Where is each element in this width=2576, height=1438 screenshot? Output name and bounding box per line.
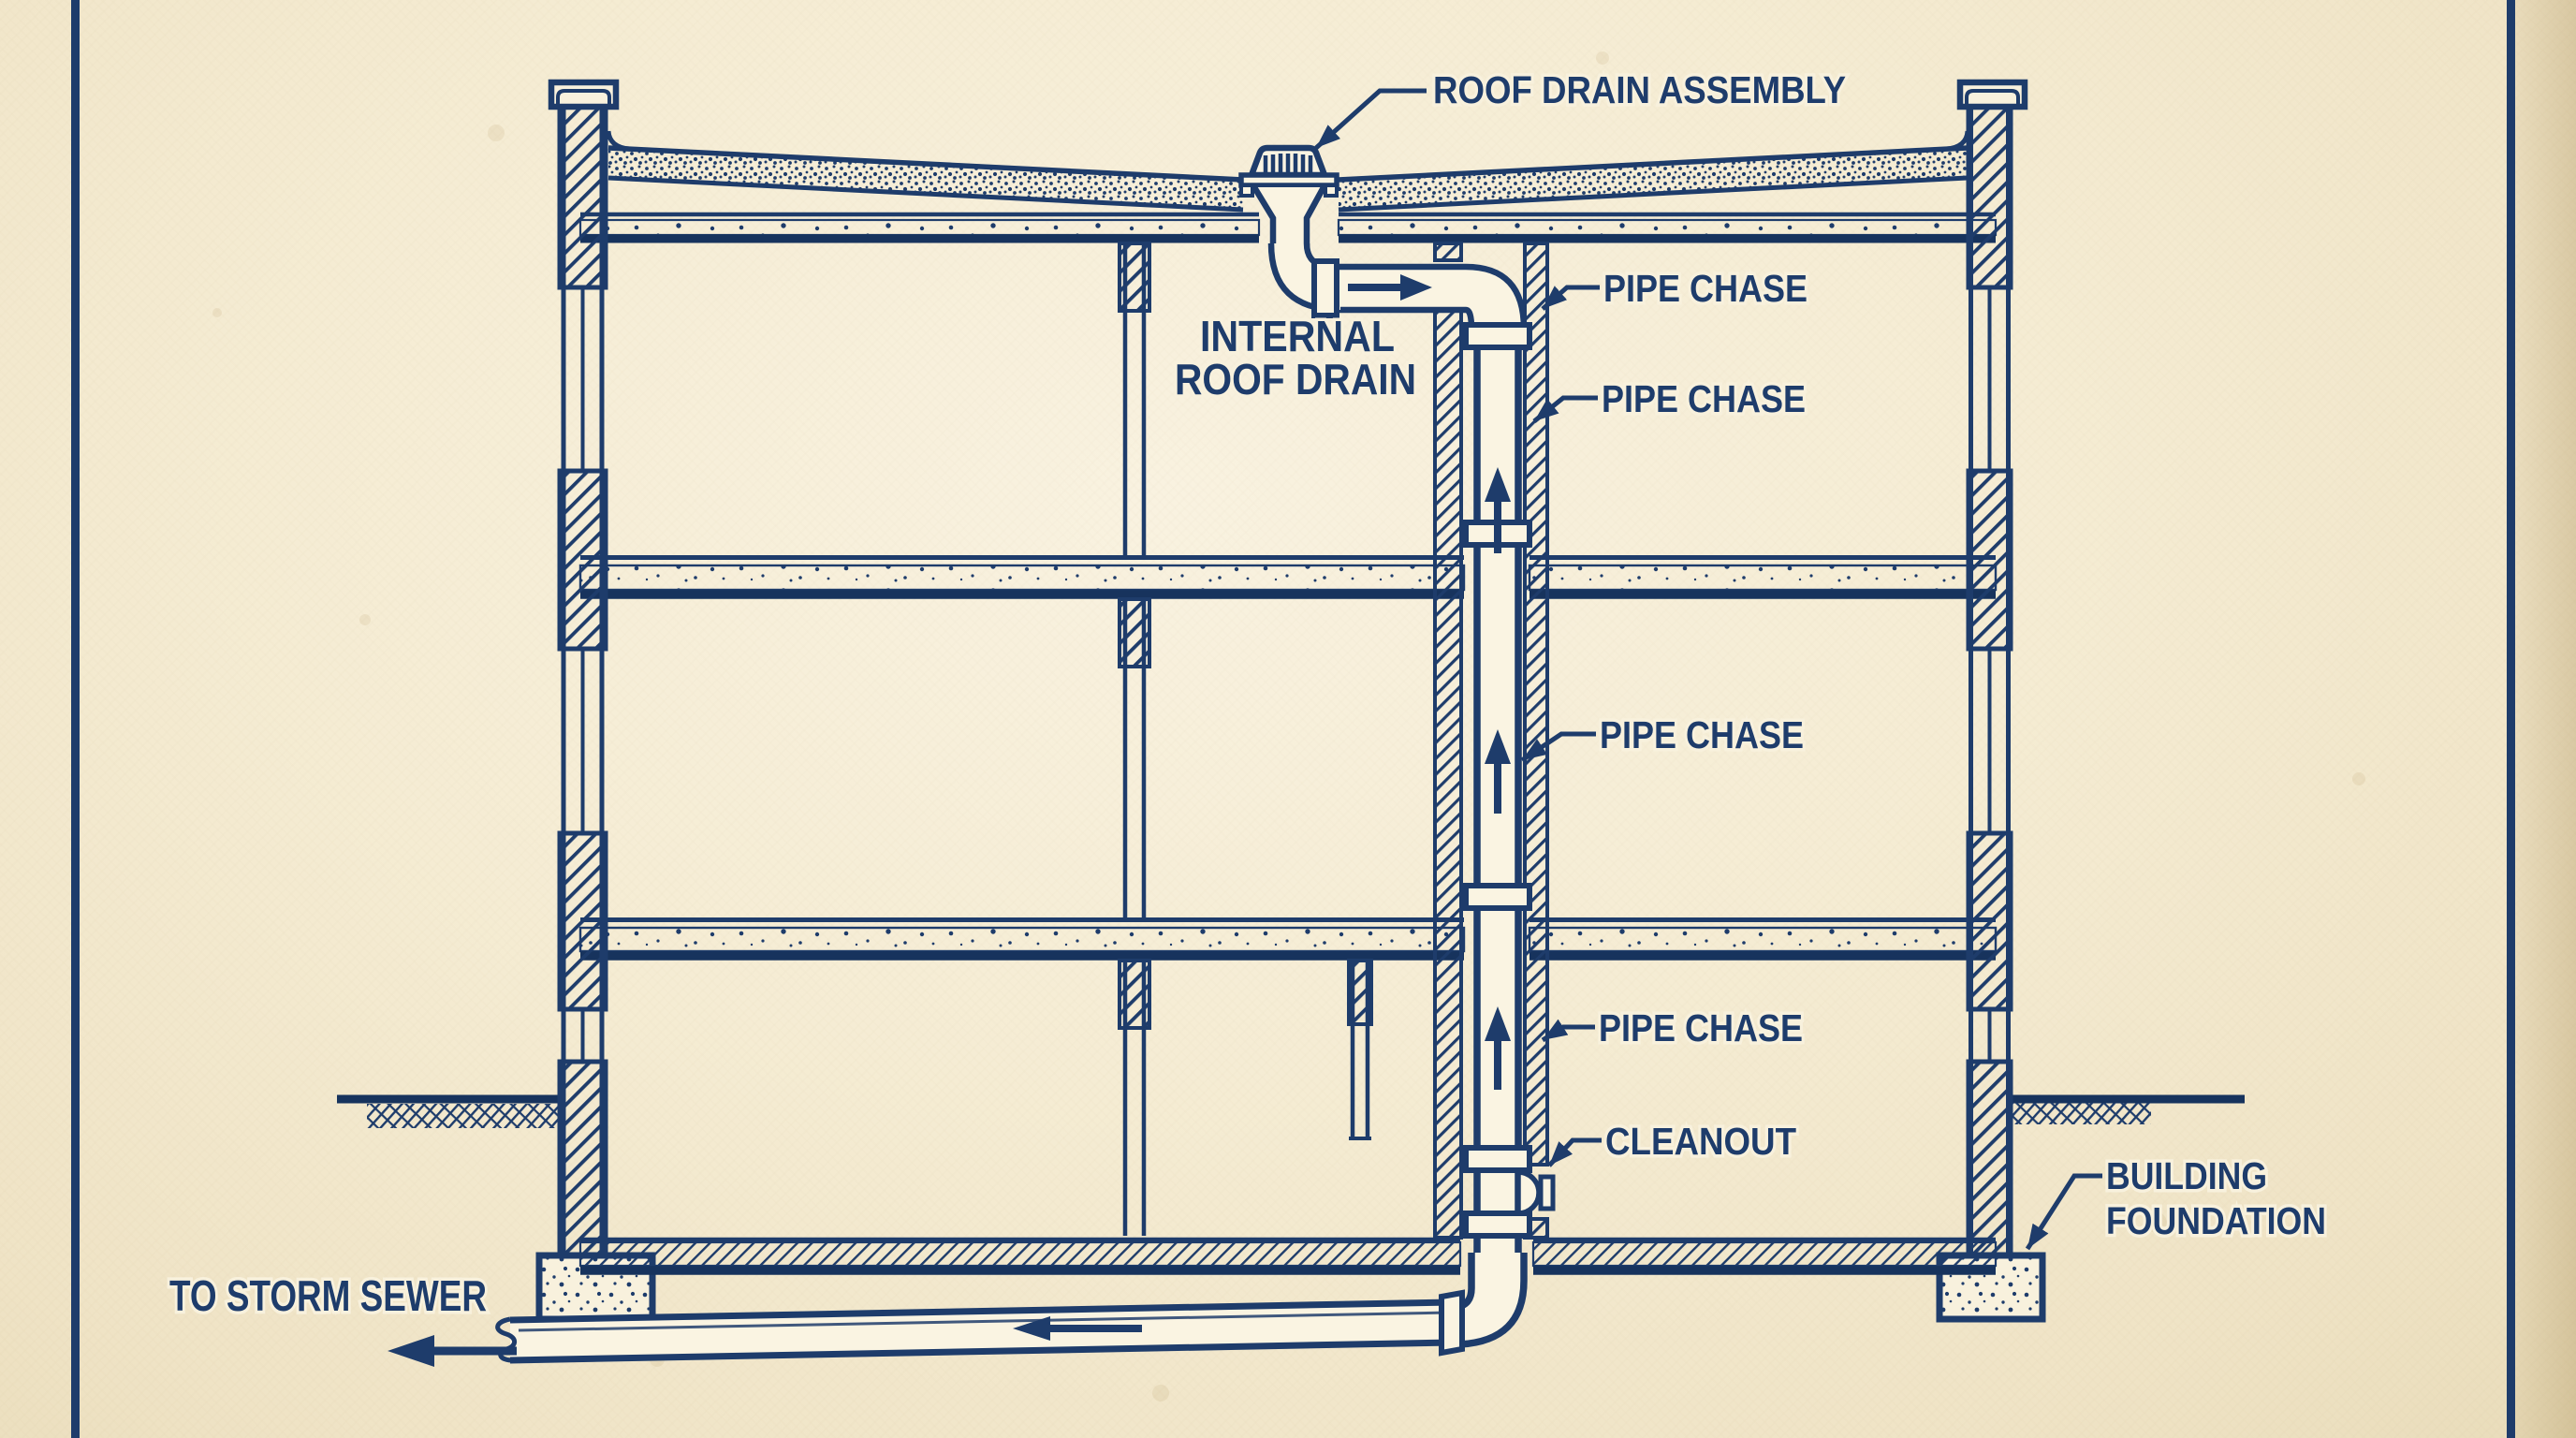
label-building-foundation-line2: FOUNDATION [2106,1199,2326,1242]
leader-cleanout [1547,1137,1602,1167]
label-internal-roof-drain-line1: INTERNAL [1200,312,1395,360]
to-storm-sewer-arrow-icon [388,1335,517,1367]
flow-arrow-up-2-icon [1485,729,1511,814]
border-rule-right [2507,0,2515,1438]
label-pipe-chase-2: PIPE CHASE [1602,377,1806,420]
label-to-storm-sewer: TO STORM SEWER [169,1271,487,1320]
label-pipe-chase-3: PIPE CHASE [1600,713,1804,756]
cleanout-fitting-icon [1515,1169,1556,1216]
paper-aging-spots [212,51,2365,1401]
ground-floor-slab [578,1237,1998,1275]
label-cleanout: CLEANOUT [1605,1120,1796,1163]
roof-cant-left [606,130,630,152]
grade-line-right [2011,1094,2245,1124]
floor-slab-2 [578,555,1998,599]
flow-arrow-up-3-icon [1485,1006,1511,1090]
leader-building-foundation [2025,1173,2102,1251]
roof-drain-strainer-dome-icon [1247,144,1329,179]
internal-roof-drain-offset-pipe [1267,242,1528,330]
roof-slab-left [606,130,1244,213]
label-internal-roof-drain-line2: ROOF DRAIN [1175,355,1416,404]
storm-sewer-pipe [495,1253,1528,1364]
left-exterior-wall [548,79,620,1258]
label-pipe-chase-1: PIPE CHASE [1603,267,1808,310]
leader-pipe-chase-1 [1541,285,1600,311]
roof-drain-funnel [1251,185,1326,249]
flow-arrow-left-icon [1013,1316,1142,1341]
leader-pipe-chase-3 [1520,731,1596,763]
leader-pipe-chase-2 [1532,395,1598,423]
pipe-coupling [1442,1293,1462,1353]
pipe-break-end [495,1316,518,1363]
interior-partition [1118,242,1151,1236]
roof-drain-assembly-group [1238,144,1528,330]
label-building-foundation-line1: BUILDING [2106,1154,2267,1197]
roof-drain-flange [1238,172,1339,198]
leader-lines [1314,88,2102,1251]
leader-roof-drain-assembly [1314,88,1427,150]
parapet-cap-right [1956,79,2028,110]
grade-line-left [337,1094,564,1128]
pipe-chase-wall-right [1523,242,1549,1240]
flow-arrow-up-1-icon [1485,467,1511,553]
label-roof-drain-assembly: ROOF DRAIN ASSEMBLY [1433,68,1846,111]
interior-partition-short [1347,959,1373,1140]
floor-slab-3 [578,917,1998,961]
pipe-chase-wall-left [1433,242,1463,1240]
parapet-cap-left [548,79,620,110]
border-rule-left [71,0,80,1438]
flow-arrow-right-icon [1348,274,1432,301]
right-exterior-wall [1956,79,2028,1258]
pipe-coupling [1311,258,1339,318]
leader-pipe-chase-4 [1541,1019,1595,1043]
roof-slab-right [1338,130,1970,213]
label-pipe-chase-4: PIPE CHASE [1599,1006,1803,1049]
